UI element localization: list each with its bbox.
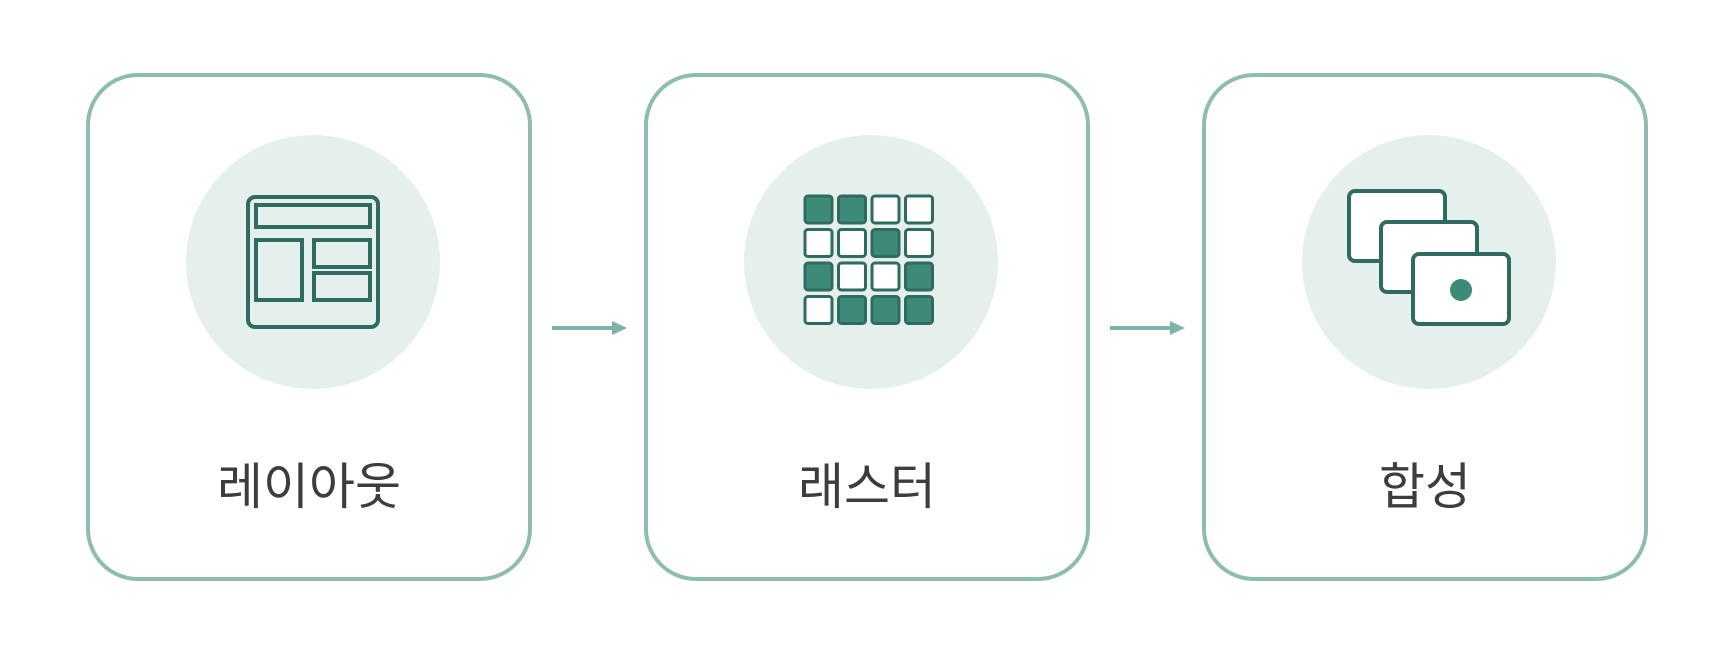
raster-grid-icon (803, 194, 934, 325)
raster-cell-filled (803, 194, 834, 225)
raster-cell-empty (904, 194, 934, 225)
layout-icon (246, 195, 380, 329)
raster-cell-filled (837, 194, 867, 225)
raster-cell-filled (837, 295, 867, 325)
stacked-layers-icon (1347, 189, 1511, 326)
icon-circle (1302, 135, 1556, 389)
raster-cell-filled (870, 295, 901, 325)
raster-cell-empty (837, 261, 867, 292)
step-label: 합성 (1379, 458, 1471, 516)
step-label: 래스터 (798, 458, 936, 516)
raster-cell-filled (870, 228, 901, 258)
raster-cell-filled (803, 261, 834, 292)
raster-cell-empty (870, 261, 901, 292)
arrow-right-icon (1110, 321, 1185, 335)
raster-cell-filled (904, 261, 934, 292)
step-card-layout: 레이아웃 (86, 73, 532, 581)
raster-cell-empty (803, 228, 834, 258)
raster-cell-empty (803, 295, 834, 325)
raster-cell-empty (904, 228, 934, 258)
step-card-raster: 래스터 (644, 73, 1090, 581)
step-label: 레이아웃 (217, 458, 401, 516)
raster-cell-empty (870, 194, 901, 225)
arrow-right-icon (552, 321, 627, 335)
raster-cell-empty (837, 228, 867, 258)
icon-circle (744, 135, 998, 389)
step-card-composite: 합성 (1202, 73, 1648, 581)
raster-cell-filled (904, 295, 934, 325)
icon-circle (186, 135, 440, 389)
